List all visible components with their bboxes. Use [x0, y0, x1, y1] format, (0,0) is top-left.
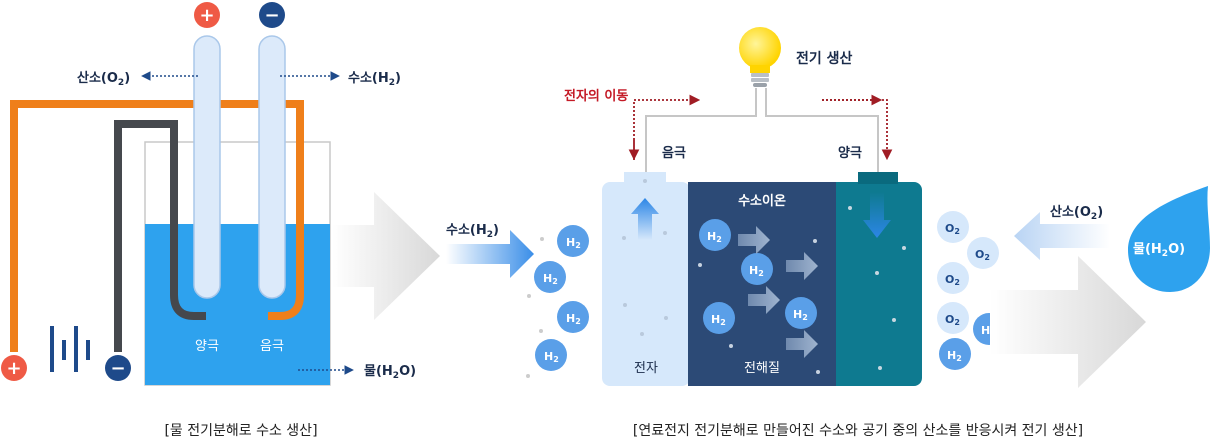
plus-sign-top: +	[199, 5, 214, 26]
ion-flow-arrows	[738, 226, 818, 358]
big-grey-arrow-left	[332, 192, 440, 320]
hydrogen-ion-label: H2	[711, 313, 726, 327]
h2-bubbles-left	[526, 225, 589, 378]
minus-sign-top: −	[264, 5, 279, 26]
anode-down-arrow	[863, 192, 891, 238]
fuel-cell-cathode-label: 음극	[662, 145, 686, 161]
circuit-wire-left	[645, 88, 757, 175]
electron-block	[602, 182, 690, 386]
o2-bubble-label: O2	[945, 222, 960, 236]
water-drop-icon	[1128, 186, 1210, 292]
h2-bubble-label: H2	[544, 350, 559, 364]
minus-terminal-battery	[105, 355, 131, 381]
electron-up-arrow	[631, 198, 659, 240]
ion-label: 수소이온	[738, 193, 786, 209]
hydrogen-input-arrow	[446, 230, 534, 278]
anode-block-cap	[858, 172, 898, 184]
o2-bubble-label: O2	[975, 248, 990, 262]
anode-block-fill	[836, 182, 848, 386]
plus-sign-battery: +	[6, 358, 21, 379]
light-bulb-icon	[739, 27, 781, 87]
hydrogen-ions	[699, 219, 817, 334]
big-grey-arrow-right	[990, 256, 1146, 388]
plus-terminal-top	[194, 2, 220, 28]
right-oxygen-label: 산소(O2)	[1050, 204, 1103, 222]
o2-bubbles	[937, 211, 999, 334]
bulb-label: 전기 생산	[796, 50, 853, 67]
hydrogen-ion-label: H2	[793, 308, 808, 322]
left-anode-label: 양극	[195, 339, 219, 354]
fuel-cell-anode-label: 양극	[838, 146, 862, 161]
left-cathode-label: 음극	[260, 339, 284, 354]
left-water-label: 물(H2O)	[364, 364, 416, 381]
dark-wire	[114, 120, 206, 352]
minus-sign-battery: −	[110, 358, 125, 379]
hydrogen-ion-label: H2	[749, 264, 764, 278]
cathode-tube	[258, 35, 286, 299]
battery-icon	[50, 326, 90, 372]
left-oxygen-label: 산소(O2)	[77, 70, 130, 88]
electron-move-label: 전자의 이동	[564, 88, 628, 104]
h2-bubble-label: H2	[566, 312, 581, 326]
orange-wire	[10, 100, 304, 352]
circuit-wire-right	[765, 88, 879, 175]
left-caption: [물 전기분해로 수소 생산]	[164, 423, 317, 439]
electrolyte-label: 전해질	[744, 361, 780, 376]
hydrogen-ion-label: H2	[707, 230, 722, 244]
electron-block-cap	[624, 172, 666, 184]
anode-tube	[193, 35, 221, 299]
minus-terminal-top	[259, 2, 285, 28]
plus-terminal-battery	[1, 355, 27, 381]
oxygen-input-arrow	[1014, 212, 1110, 260]
o2-bubble-label: O2	[945, 273, 960, 287]
electrolyte-block	[688, 182, 838, 386]
right-water-label: 물(H2O)	[1133, 242, 1185, 259]
cell-particles	[622, 179, 906, 374]
h2-bubble-label: H2	[543, 272, 558, 286]
left-hydrogen-label: 수소(H2)	[348, 71, 401, 88]
h2-bubble-label: H2	[947, 349, 962, 363]
electron-label: 전자	[634, 361, 658, 376]
right-caption: [연료전지 전기분해로 만들어진 수소와 공기 중의 산소를 반응시켜 전기 생…	[633, 423, 1083, 439]
anode-block	[836, 182, 922, 386]
o2-bubble-label: O2	[945, 313, 960, 327]
middle-hydrogen-label: 수소(H2)	[446, 223, 499, 240]
h2-bubble-label: H2	[566, 236, 581, 250]
